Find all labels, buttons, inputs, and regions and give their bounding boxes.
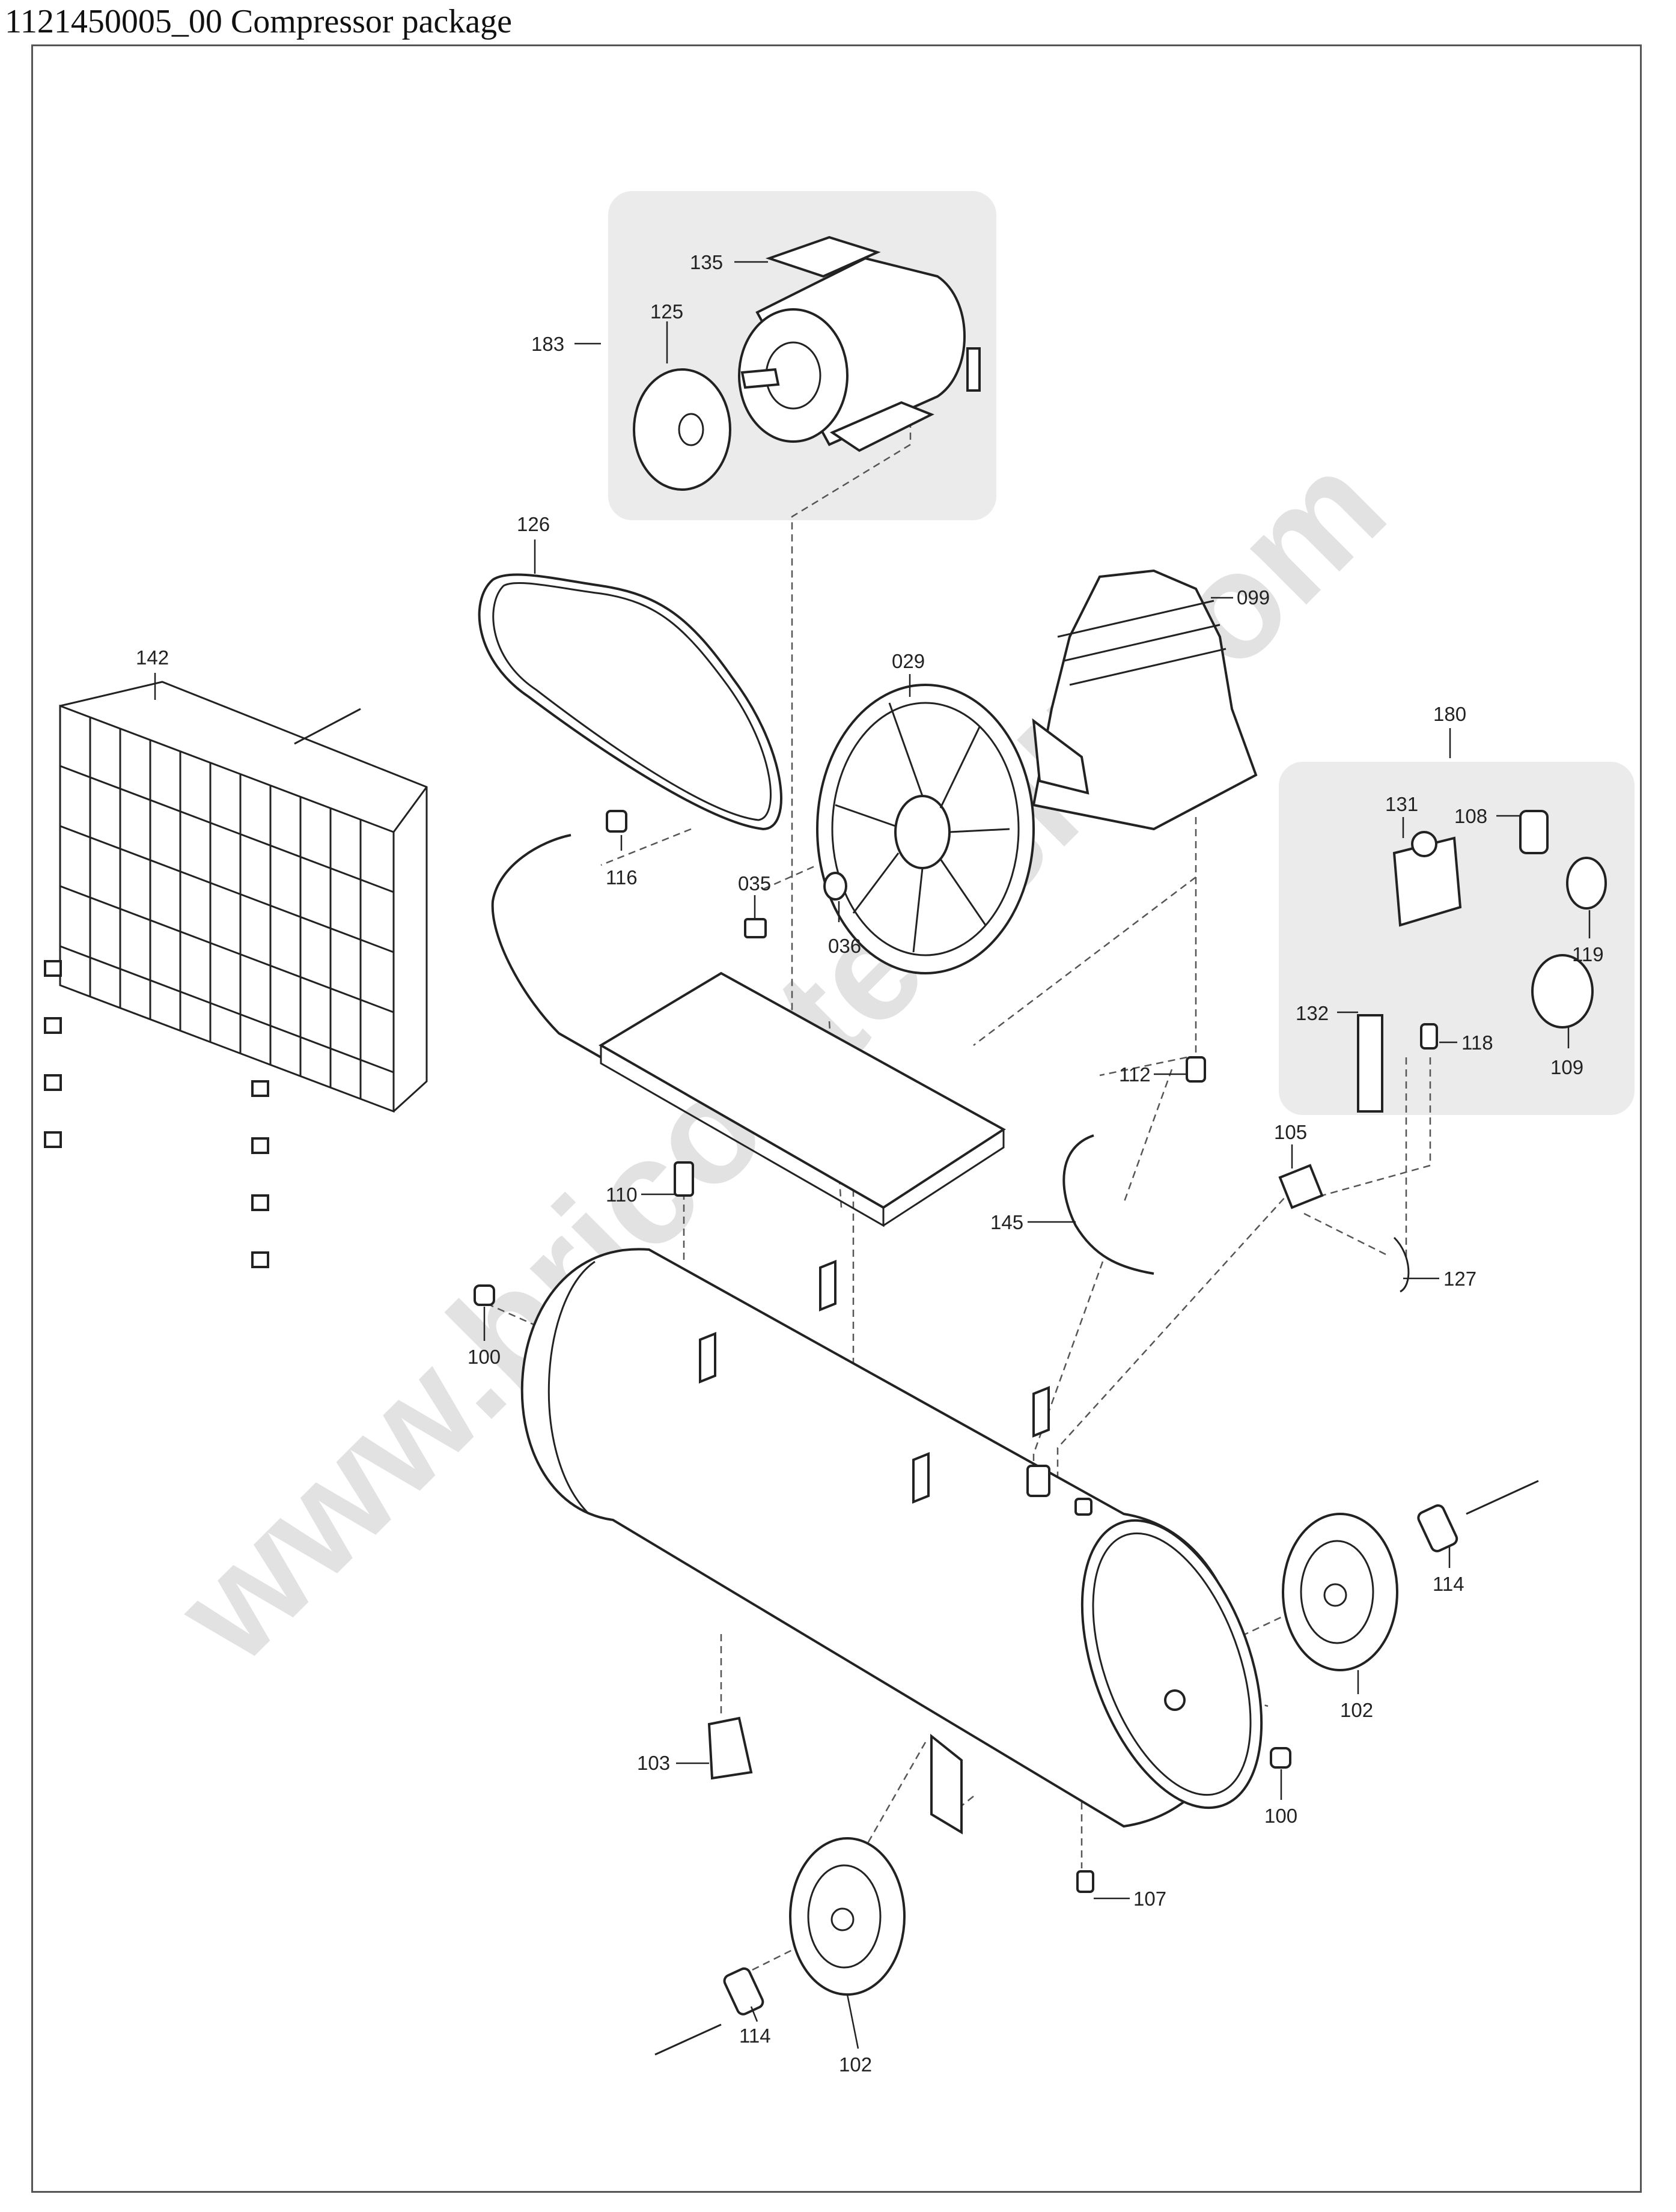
callout-109: 109: [1550, 1056, 1583, 1078]
callout-112: 112: [1119, 1063, 1151, 1086]
wheel-right: [1282, 1513, 1398, 1671]
callout-105: 105: [1274, 1121, 1307, 1143]
handle-cap: [606, 810, 627, 833]
callout-132: 132: [1296, 1002, 1329, 1024]
flywheel-bolt: [744, 918, 767, 938]
compressor-pump: [1032, 569, 1258, 831]
callout-142: 142: [136, 646, 169, 669]
tank-plug-left: [474, 1284, 495, 1306]
callout-110: 110: [606, 1183, 638, 1206]
callout-099: 099: [1237, 586, 1270, 609]
callout-145: 145: [990, 1211, 1023, 1233]
callout-036: 036: [828, 935, 861, 957]
callout-100-right: 100: [1264, 1805, 1297, 1827]
cage-clips: [44, 960, 269, 1268]
flywheel: [816, 684, 1035, 974]
rubber-foot: [707, 1716, 753, 1780]
callout-labels: 135 125 183 126 099 142 029 180 131 108 …: [136, 251, 1604, 2076]
callout-126: 126: [517, 513, 550, 535]
callout-131: 131: [1385, 793, 1418, 815]
document-title: 1121450005_00 Compressor package: [5, 3, 512, 40]
wire-cage-guard: [59, 681, 428, 1113]
callout-035: 035: [738, 872, 771, 895]
axle-bolt-right: [1466, 1480, 1539, 1515]
callout-102-left: 102: [839, 2053, 872, 2076]
callout-125: 125: [650, 300, 683, 323]
electric-motor: [633, 235, 981, 491]
wheel-left: [789, 1837, 906, 1996]
drive-belt: [478, 573, 782, 831]
check-valve: [1278, 1164, 1324, 1209]
callout-102-right: 102: [1340, 1699, 1373, 1721]
axle-bolt-left: [654, 2023, 722, 2056]
elbow-fitting: [1186, 1056, 1206, 1083]
leader-lines: [154, 261, 1591, 2049]
callout-029: 029: [892, 650, 925, 672]
callout-114-right: 114: [1433, 1573, 1464, 1595]
wheel-spacer-right: [1417, 1504, 1458, 1552]
pressure-switch: [1357, 810, 1607, 1113]
flywheel-washer: [823, 872, 847, 901]
callout-103: 103: [637, 1752, 670, 1774]
callout-135: 135: [690, 251, 723, 273]
tank-plug-right: [1270, 1747, 1291, 1769]
callout-180: 180: [1433, 703, 1466, 725]
tank-nipple: [674, 1161, 694, 1197]
callout-100-left: 100: [468, 1346, 501, 1368]
callout-119: 119: [1572, 943, 1604, 965]
drawing-frame: [31, 44, 1642, 2193]
callout-183: 183: [531, 333, 564, 355]
callout-116: 116: [606, 866, 638, 889]
callout-127: 127: [1443, 1268, 1476, 1290]
air-tank: [520, 1248, 1263, 1835]
callout-114-left: 114: [739, 2025, 771, 2047]
callout-108: 108: [1454, 805, 1487, 827]
callout-118: 118: [1461, 1032, 1493, 1054]
delivery-pipe: [1062, 1134, 1154, 1275]
drain-valve: [1076, 1870, 1094, 1893]
unloader-tube: [1393, 1236, 1410, 1293]
callout-107: 107: [1133, 1888, 1166, 1910]
carry-handle: [491, 834, 602, 1059]
wheel-spacer-left: [723, 1967, 764, 2016]
